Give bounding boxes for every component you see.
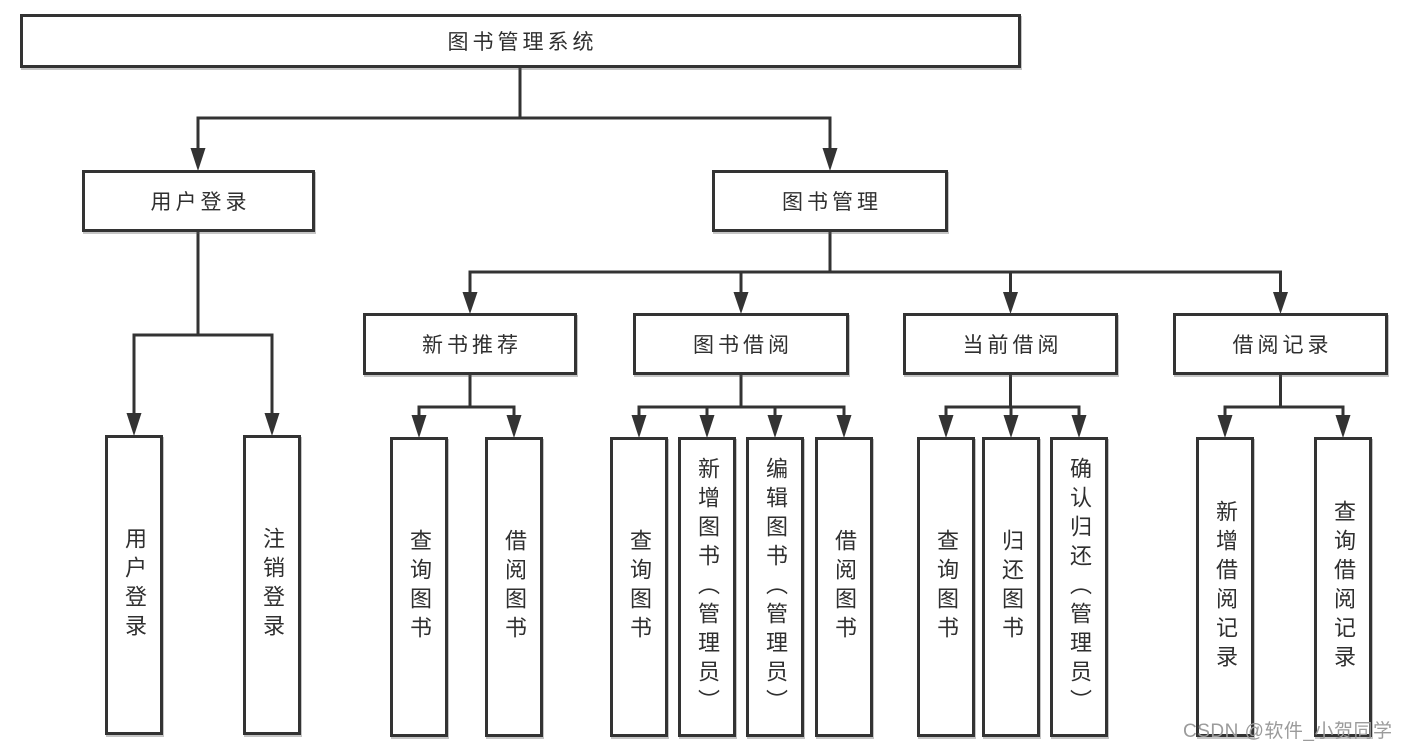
arrowheads	[126, 148, 1351, 438]
leaf-query-book: 查询图书	[610, 437, 668, 737]
leaf-add-book-admin: 新增图书（管理员）	[678, 437, 736, 737]
node-book-borrow: 图书借阅	[633, 313, 849, 375]
leaf-user-login: 用户登录	[105, 435, 163, 735]
leaf-borrow-book: 借阅图书	[485, 437, 543, 737]
leaf-query-book: 查询图书	[390, 437, 448, 737]
node-book-management: 图书管理	[712, 170, 948, 232]
leaf-return-book: 归还图书	[982, 437, 1040, 737]
leaf-edit-book-admin: 编辑图书（管理员）	[746, 437, 804, 737]
leaf-query-book: 查询图书	[917, 437, 975, 737]
leaf-query-borrow-record: 查询借阅记录	[1314, 437, 1372, 737]
leaf-logout: 注销登录	[243, 435, 301, 735]
node-current-borrow: 当前借阅	[903, 313, 1118, 375]
csdn-watermark: CSDN @软件_小贺同学	[1183, 721, 1393, 742]
leaf-confirm-return-admin: 确认归还（管理员）	[1050, 437, 1108, 737]
node-borrow-record: 借阅记录	[1173, 313, 1388, 375]
leaf-add-borrow-record: 新增借阅记录	[1196, 437, 1254, 737]
node-user-login: 用户登录	[82, 170, 315, 232]
node-new-book-recommend: 新书推荐	[363, 313, 577, 375]
leaf-borrow-book: 借阅图书	[815, 437, 873, 737]
node-root-system: 图书管理系统	[20, 14, 1021, 68]
